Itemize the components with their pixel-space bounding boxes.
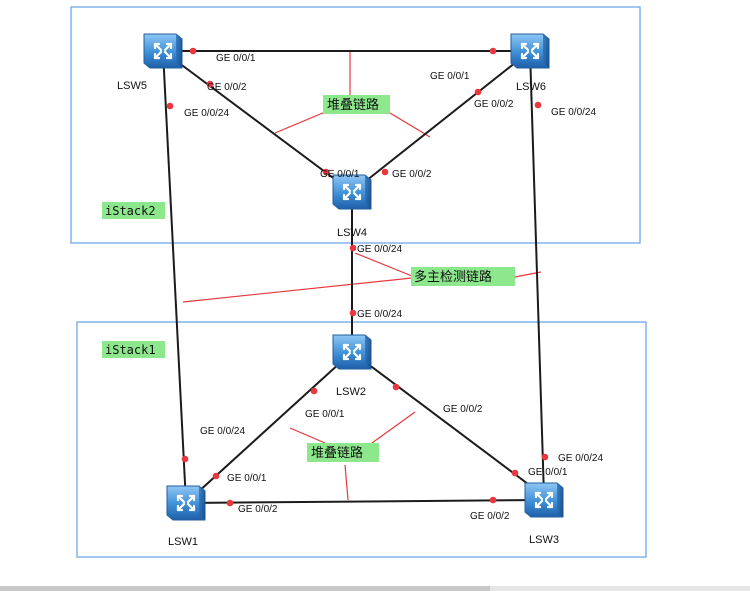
port-label: GE 0/0/1 [528,467,568,478]
port-label: GE 0/0/24 [558,453,603,464]
stack-link-label-top: 堆叠链路 [323,95,390,114]
port-label: GE 0/0/1 [320,169,360,180]
port-label: GE 0/0/24 [357,309,402,320]
switch-icon [509,32,551,70]
switch-icon [523,481,565,519]
svg-text:堆叠链路: 堆叠链路 [327,97,379,113]
svg-text:iStack1: iStack1 [105,343,156,357]
switch-label-lsw5: LSW5 [117,80,147,92]
horizontal-scrollbar[interactable] [0,586,750,591]
switch-icon [142,32,184,70]
port-label: GE 0/0/2 [474,99,514,110]
switch-lsw3[interactable]: LSW3 [523,481,565,546]
port-labels: GE 0/0/1 GE 0/0/1 GE 0/0/2 GE 0/0/24 GE … [184,53,603,522]
port-label: GE 0/0/24 [551,107,596,118]
annotation-lines [182,51,542,501]
switch-label-lsw1: LSW1 [168,536,198,548]
switch-label-lsw4: LSW4 [337,227,367,239]
stack-link-label-bottom: 堆叠链路 [307,443,379,462]
port-label: GE 0/0/2 [238,504,278,515]
switch-lsw1[interactable]: LSW1 [165,484,207,548]
switch-lsw5[interactable]: LSW5 [117,32,184,92]
istack1-label: iStack1 [102,341,165,358]
port-label: GE 0/0/2 [207,82,247,93]
switch-label-lsw3: LSW3 [529,534,559,546]
switch-lsw6[interactable]: LSW6 [509,32,551,93]
istack1-box [76,321,647,558]
port-label: GE 0/0/1 [227,473,267,484]
switch-lsw4[interactable]: LSW4 [331,173,373,239]
port-label: GE 0/0/1 [305,409,345,420]
switch-lsw2[interactable]: LSW2 [331,333,373,398]
scrollbar-thumb[interactable] [0,586,490,591]
port-label: GE 0/0/1 [216,53,256,64]
switch-label-lsw6: LSW6 [516,81,546,93]
istack2-label: iStack2 [102,202,165,219]
port-label: GE 0/0/2 [392,169,432,180]
svg-text:多主检测链路: 多主检测链路 [414,269,492,285]
switch-icon [331,173,373,211]
port-label: GE 0/0/2 [443,404,483,415]
svg-text:堆叠链路: 堆叠链路 [311,445,363,461]
istack2-box [70,6,641,244]
port-label: GE 0/0/1 [430,71,470,82]
port-label: GE 0/0/24 [200,426,245,437]
network-links [162,50,545,504]
port-label: GE 0/0/24 [184,108,229,119]
port-dots [166,47,549,507]
port-label: GE 0/0/24 [357,244,402,255]
switch-icon [165,484,207,522]
mad-link-label: 多主检测链路 [411,267,515,286]
port-label: GE 0/0/2 [470,511,510,522]
switch-icon [331,333,373,371]
svg-text:iStack2: iStack2 [105,204,156,218]
switch-label-lsw2: LSW2 [336,386,366,398]
